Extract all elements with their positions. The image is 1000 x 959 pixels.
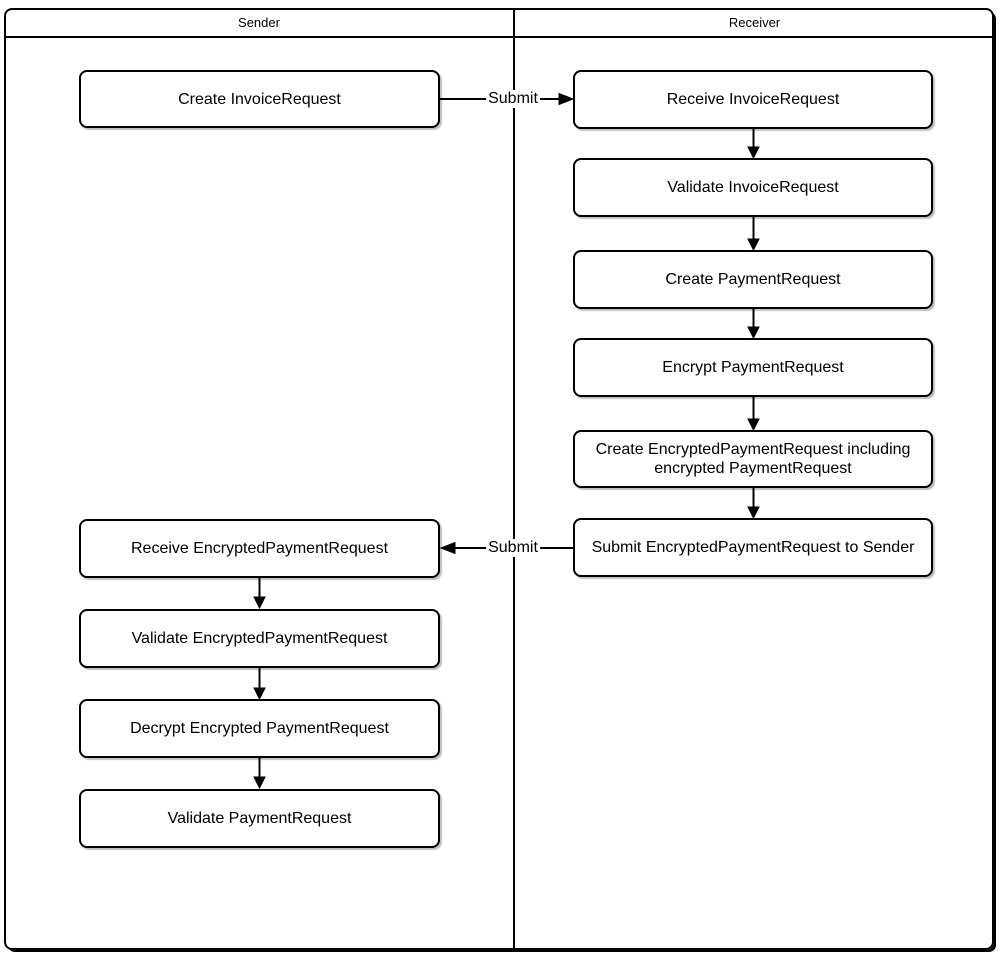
node-validate-encrypted-payment-request: Validate EncryptedPaymentRequest [79,609,440,668]
swimlane-frame [4,8,994,950]
arrow-receive-to-validate-encrypted [253,578,266,610]
node-create-payment-request: Create PaymentRequest [573,250,933,309]
edge-label-submit-payment: Submit [486,539,540,557]
node-validate-payment-request: Validate PaymentRequest [79,789,440,848]
arrow-validate-invoice-to-create-payment [747,217,760,252]
node-create-invoice-request: Create InvoiceRequest [79,70,440,128]
node-submit-encrypted-payment-request: Submit EncryptedPaymentRequest to Sender [573,518,933,577]
arrow-receive-to-validate-invoice [747,129,760,160]
node-encrypt-payment-request: Encrypt PaymentRequest [573,338,933,397]
node-validate-invoice-request: Validate InvoiceRequest [573,158,933,217]
lane-title-sender: Sender [238,15,280,30]
lane-title-receiver: Receiver [728,15,781,30]
node-create-encrypted-payment-request: Create EncryptedPaymentRequest including… [573,430,933,488]
edge-label-submit-invoice: Submit [486,90,540,108]
arrow-decrypt-to-validate-payment [253,758,266,790]
node-receive-encrypted-payment-request: Receive EncryptedPaymentRequest [79,519,440,578]
arrow-create-payment-to-encrypt [747,309,760,340]
node-receive-invoice-request: Receive InvoiceRequest [573,70,933,129]
lane-divider [513,8,515,948]
lane-header-separator [4,36,994,38]
arrow-create-encrypted-to-submit [747,488,760,520]
arrow-validate-encrypted-to-decrypt [253,668,266,701]
node-decrypt-encrypted-payment-request: Decrypt Encrypted PaymentRequest [79,699,440,758]
arrow-encrypt-to-create-encrypted [747,397,760,432]
